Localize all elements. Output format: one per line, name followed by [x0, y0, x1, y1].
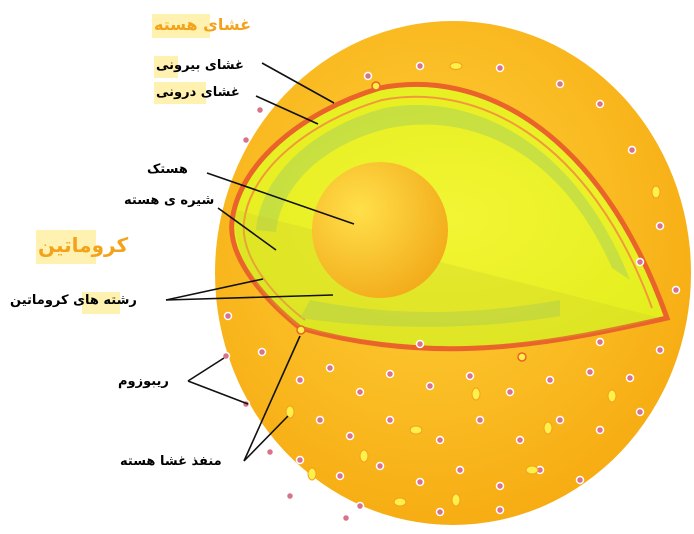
inner-membrane-label: غشای درونی	[156, 85, 240, 101]
outer-membrane-label: غشای بیرونی	[156, 58, 244, 74]
chromatin-fibers-label: رشته های کروماتین	[10, 293, 137, 309]
nuclear-envelope-title: غشای هسته	[154, 16, 251, 34]
nucleolus-label: هستک	[147, 162, 188, 178]
chromatin-title: کروماتین	[38, 234, 128, 256]
nucleolus	[312, 162, 448, 298]
ribosome-label: ریبوزوم	[118, 374, 169, 390]
nuclear-pore-label: منفذ غشا هسته	[120, 454, 222, 470]
nucleoplasm-label: شیره ی هسته	[124, 193, 214, 209]
